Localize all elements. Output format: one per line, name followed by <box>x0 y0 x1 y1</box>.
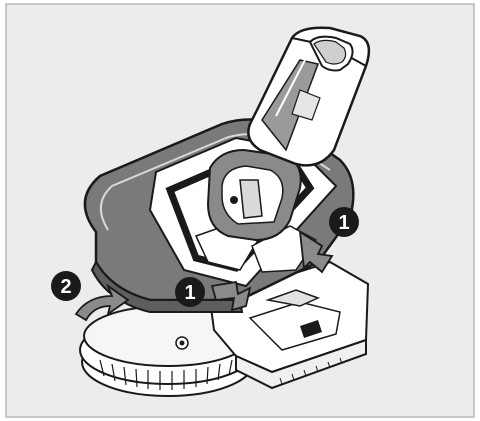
callout-badge: 2 <box>51 271 81 301</box>
connector-tube <box>247 26 371 167</box>
callout-label: 1 <box>184 282 195 304</box>
callout-badge: 1 <box>175 277 205 307</box>
rotate-arrow <box>74 283 130 322</box>
press-arrow-center <box>210 280 252 312</box>
press-arrow-right <box>298 230 334 274</box>
swivel-joint <box>206 148 302 242</box>
callout-badge: 1 <box>329 207 359 237</box>
callout-label: 1 <box>338 212 349 234</box>
callout-label: 2 <box>60 276 71 298</box>
